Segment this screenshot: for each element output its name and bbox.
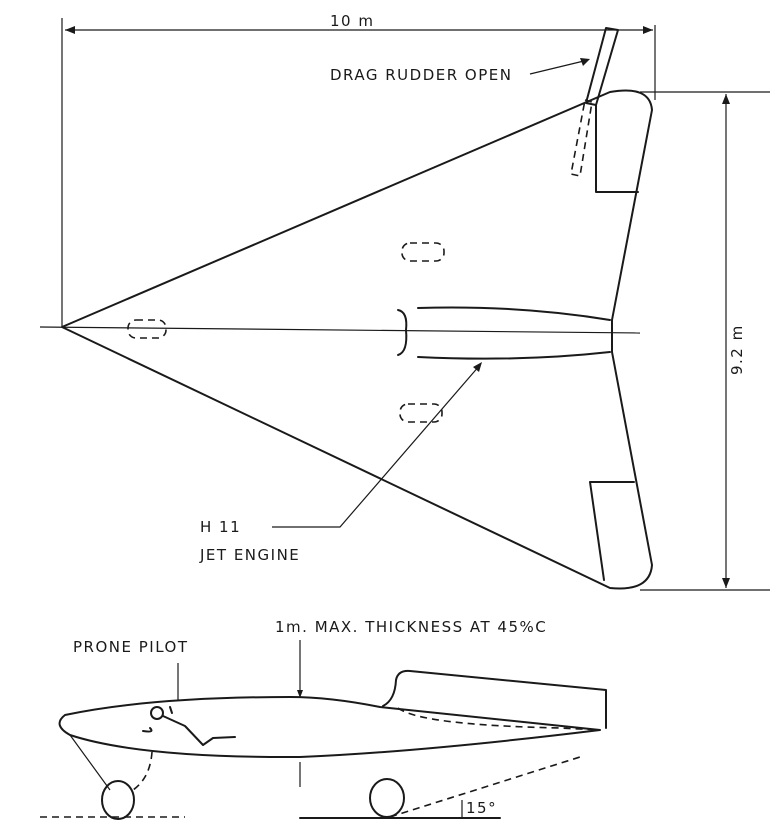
elevon-lower	[589, 481, 635, 581]
engine-label-line1: H 11	[200, 518, 241, 536]
dashed-hatch-upper	[401, 242, 445, 262]
angle-label: 15°	[466, 799, 497, 817]
prone-pilot-figure	[142, 706, 236, 746]
thickness-arrowhead	[297, 690, 303, 698]
nose-gear-retracted	[129, 751, 153, 793]
main-wheel	[369, 778, 405, 818]
engine-leader	[272, 364, 481, 528]
fin-dashed	[397, 707, 601, 731]
drag-rudder-label: DRAG RUDDER OPEN	[330, 66, 512, 84]
drag-rudder-leader	[529, 59, 589, 75]
plan-view: 10 m DRAG RUDDER OPEN 9.2 m H 11 JET ENG…	[39, 12, 770, 591]
dashed-nose-hatch	[127, 319, 167, 339]
pilot-label: PRONE PILOT	[73, 638, 189, 656]
dashed-hatch-lower	[399, 403, 443, 423]
side-view: 1m. MAX. THICKNESS AT 45%C PRONE PILOT 1…	[40, 618, 607, 820]
tail-angle-line	[389, 756, 581, 818]
fin	[382, 669, 607, 729]
nose-gear-strut	[69, 734, 111, 791]
engine-leader-arrow	[473, 362, 482, 372]
engine-intake	[397, 309, 408, 356]
leader-arrow	[580, 58, 590, 66]
drag-rudder-closed-dashed	[570, 98, 593, 177]
centerline	[39, 326, 641, 334]
thickness-label: 1m. MAX. THICKNESS AT 45%C	[275, 618, 547, 636]
engine-nacelle	[417, 306, 611, 360]
drag-rudder	[585, 27, 619, 106]
span-label: 10 m	[330, 12, 374, 30]
fuselage-profile	[58, 696, 601, 759]
elevon-upper	[595, 104, 639, 193]
length-label: 9.2 m	[728, 324, 746, 375]
nose-wheel	[101, 780, 135, 820]
wing-outline	[61, 89, 653, 590]
engine-label-line2: JET ENGINE	[199, 546, 300, 564]
